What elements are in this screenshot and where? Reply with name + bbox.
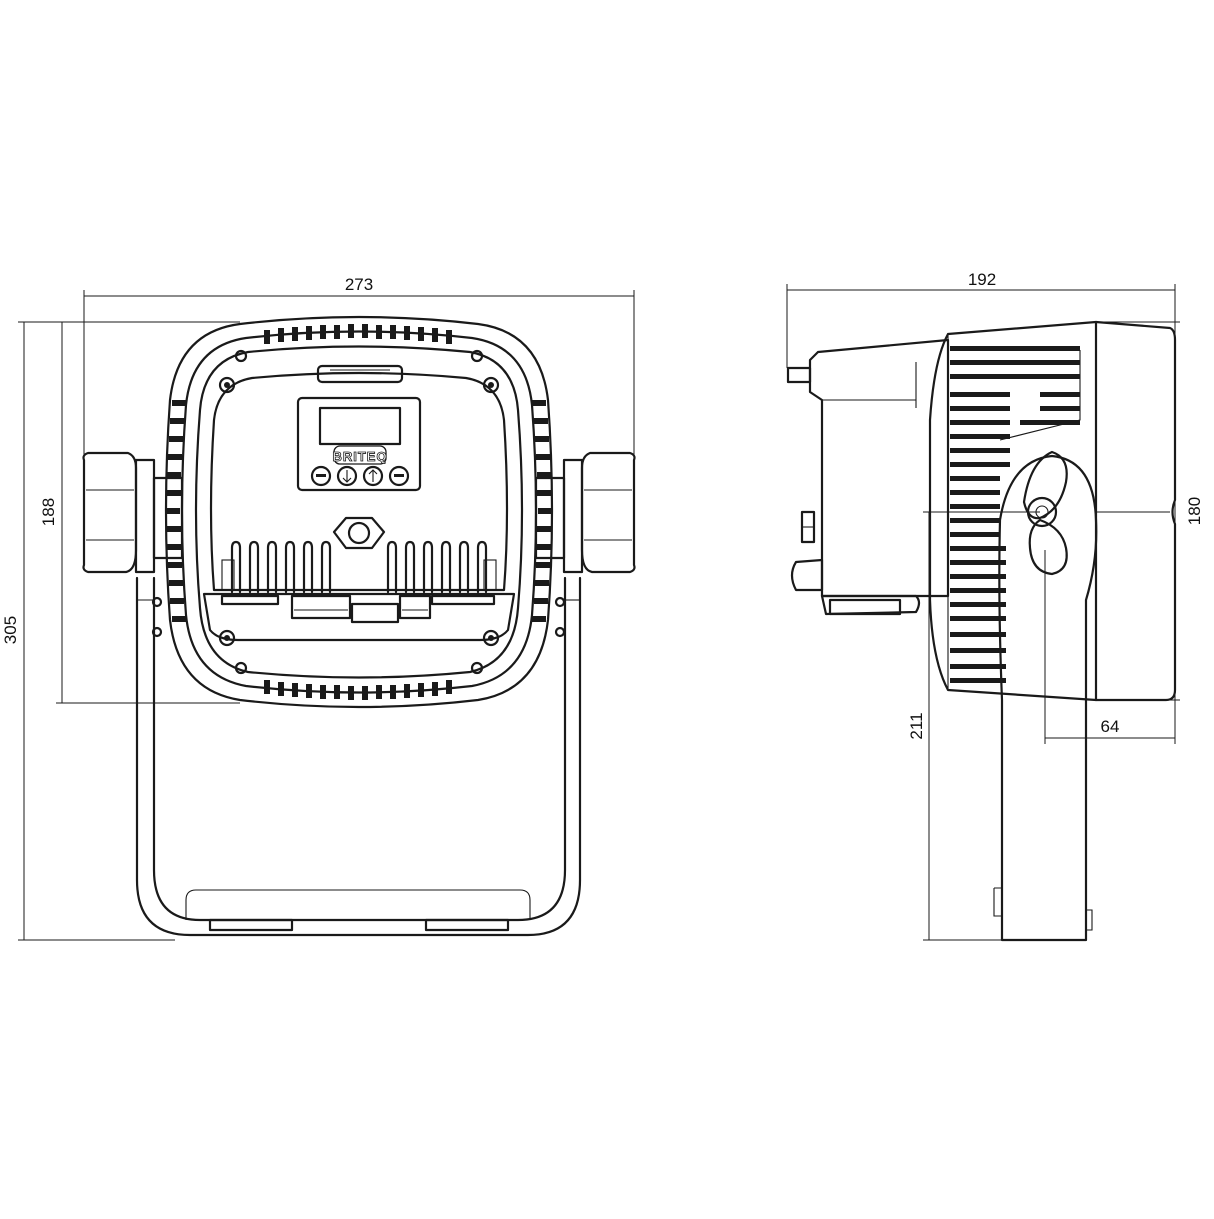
menu-icon[interactable] [310, 465, 332, 487]
front-heatsink-grill [221, 540, 497, 594]
dimension-label-front-total-height: 305 [1, 616, 20, 644]
dimension-front-width: 273 [83, 275, 635, 455]
logo-badge: BRITEQ [332, 445, 387, 465]
side-main-body [928, 320, 1177, 702]
dimension-front-body-height: 188 [39, 322, 240, 704]
front-view: 273 305 188 [1, 275, 636, 941]
dimension-label-front-body-height: 188 [39, 498, 58, 526]
front-left-fins [166, 400, 186, 622]
front-bottom-fins [264, 680, 452, 700]
front-right-fins [532, 400, 552, 622]
dimension-side-depth: 192 [786, 270, 1176, 368]
front-connector-bar [202, 592, 516, 642]
side-rear-panel [786, 338, 950, 616]
dimension-label-side-bracket-height: 211 [907, 712, 926, 739]
dimension-label-side-depth: 192 [968, 270, 996, 289]
front-top-fins [264, 324, 452, 344]
cable-gland [332, 516, 386, 550]
control-panel: BRITEQ [296, 396, 422, 492]
down-arrow-icon[interactable] [336, 465, 358, 487]
front-housing [164, 315, 554, 709]
side-view: 192 180 211 64 [786, 270, 1204, 942]
dimension-side-pivot-offset: 64 [1044, 550, 1176, 744]
logo-text: BRITEQ [332, 449, 387, 464]
up-arrow-icon[interactable] [362, 465, 384, 487]
front-screws [218, 349, 500, 675]
dimension-label-side-body-height: 180 [1185, 497, 1204, 525]
front-handle-slot [316, 364, 404, 384]
control-panel-frame [296, 396, 422, 492]
dimension-label-front-width: 273 [345, 275, 373, 294]
dimension-side-body-height: 180 [1098, 321, 1204, 701]
lcd-display [318, 406, 402, 446]
dimension-front-total-height: 305 [1, 321, 240, 941]
front-yoke-bracket [135, 576, 582, 937]
enter-icon[interactable] [388, 465, 410, 487]
side-heatsink-fins [950, 346, 1080, 683]
side-yoke-arm [993, 450, 1170, 942]
dimension-label-side-pivot-offset: 64 [1101, 717, 1120, 736]
